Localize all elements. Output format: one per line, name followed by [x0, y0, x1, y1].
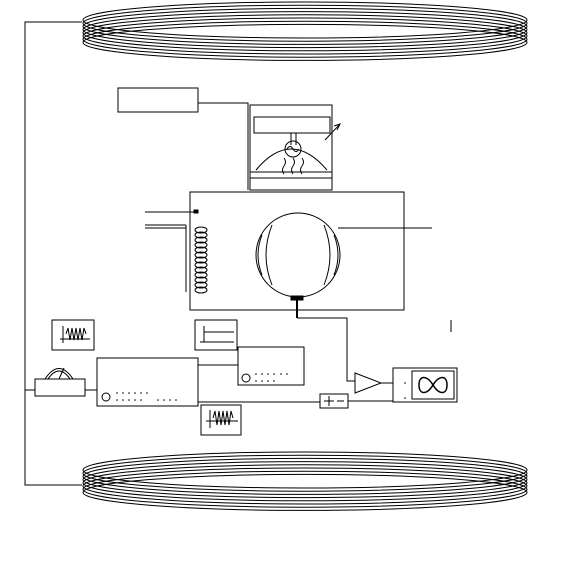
coil-winding	[82, 1, 528, 39]
panel-mark	[163, 399, 165, 401]
panel-mark	[134, 392, 136, 394]
coil-winding	[82, 467, 528, 505]
heater-loop	[194, 286, 208, 294]
panel-mark	[140, 399, 142, 401]
coil-winding	[82, 457, 528, 495]
electron-gun-icon	[290, 295, 304, 318]
panel-mark	[169, 399, 171, 401]
heater-loop	[194, 241, 208, 249]
heater-loop	[194, 226, 208, 234]
main-chamber	[189, 191, 405, 311]
lamp-icon	[282, 140, 304, 175]
signal-box-3	[200, 404, 242, 436]
panel-mark	[404, 382, 406, 384]
meter-assembly	[34, 367, 86, 397]
heater-loop	[194, 271, 208, 279]
lamp-reflector	[255, 148, 328, 171]
ammeter-icon	[44, 367, 74, 380]
panel-mark	[146, 392, 148, 394]
coil-winding	[82, 464, 528, 502]
gun-wire	[297, 317, 355, 382]
panel-mark	[116, 392, 118, 394]
coil-winding	[82, 473, 528, 511]
heater-loop	[194, 266, 208, 274]
coil-winding	[82, 4, 528, 42]
panel-mark	[122, 392, 124, 394]
coil-winding	[82, 461, 528, 499]
signal-box-1	[51, 319, 95, 351]
heater-loop	[194, 246, 208, 254]
lamp-window	[253, 116, 331, 134]
heater-loop	[194, 251, 208, 259]
coil-connecting-wire	[24, 21, 82, 486]
coil-winding	[82, 14, 528, 52]
panel-mark	[273, 373, 275, 375]
glass-bulb-icon	[255, 212, 432, 298]
panel-mark	[140, 392, 142, 394]
panel-mark	[255, 373, 257, 375]
step-signal-icon	[200, 326, 234, 343]
heater-loop	[194, 256, 208, 264]
panel-mark	[404, 397, 406, 399]
top-coil	[82, 1, 528, 61]
oscillator-signal-icon	[206, 410, 238, 428]
lamp-housing	[249, 104, 341, 191]
heater-loop	[194, 281, 208, 289]
control-unit	[96, 357, 199, 407]
panel-mark	[280, 373, 282, 375]
panel-mark	[267, 380, 269, 382]
panel-mark	[267, 373, 269, 375]
bottom-coil	[82, 451, 528, 511]
heater-assembly	[145, 209, 208, 294]
label-box-top	[117, 87, 199, 113]
panel-mark	[255, 380, 257, 382]
panel-mark	[261, 373, 263, 375]
panel-mark	[261, 380, 263, 382]
coil-winding	[82, 454, 528, 492]
coil-winding	[82, 23, 528, 61]
panel-mark	[157, 399, 159, 401]
heater-loop	[194, 276, 208, 284]
signal-box-2	[194, 319, 238, 351]
panel-mark	[122, 399, 124, 401]
amplifier-icon	[354, 372, 383, 394]
heater-loop	[194, 236, 208, 244]
display-knob-icon	[241, 373, 251, 383]
coil-winding	[82, 20, 528, 58]
panel-mark	[134, 399, 136, 401]
oscilloscope-icon	[392, 367, 458, 403]
battery-icon	[319, 393, 349, 409]
coil-winding	[82, 11, 528, 49]
panel-mark	[116, 399, 118, 401]
display-unit	[237, 346, 305, 386]
panel-mark	[128, 392, 130, 394]
heater-loop	[194, 261, 208, 269]
panel-mark	[286, 373, 288, 375]
coil-winding	[82, 7, 528, 45]
oscillator-signal-icon	[60, 326, 90, 343]
coil-winding	[82, 470, 528, 508]
panel-mark	[128, 399, 130, 401]
label-box-wire	[198, 102, 249, 190]
heater-loop	[194, 231, 208, 239]
control-knob-icon	[101, 392, 111, 402]
coil-winding	[82, 17, 528, 55]
heater-coil-icon	[194, 226, 208, 294]
coil-winding	[82, 451, 528, 489]
panel-mark	[175, 399, 177, 401]
panel-mark	[273, 380, 275, 382]
